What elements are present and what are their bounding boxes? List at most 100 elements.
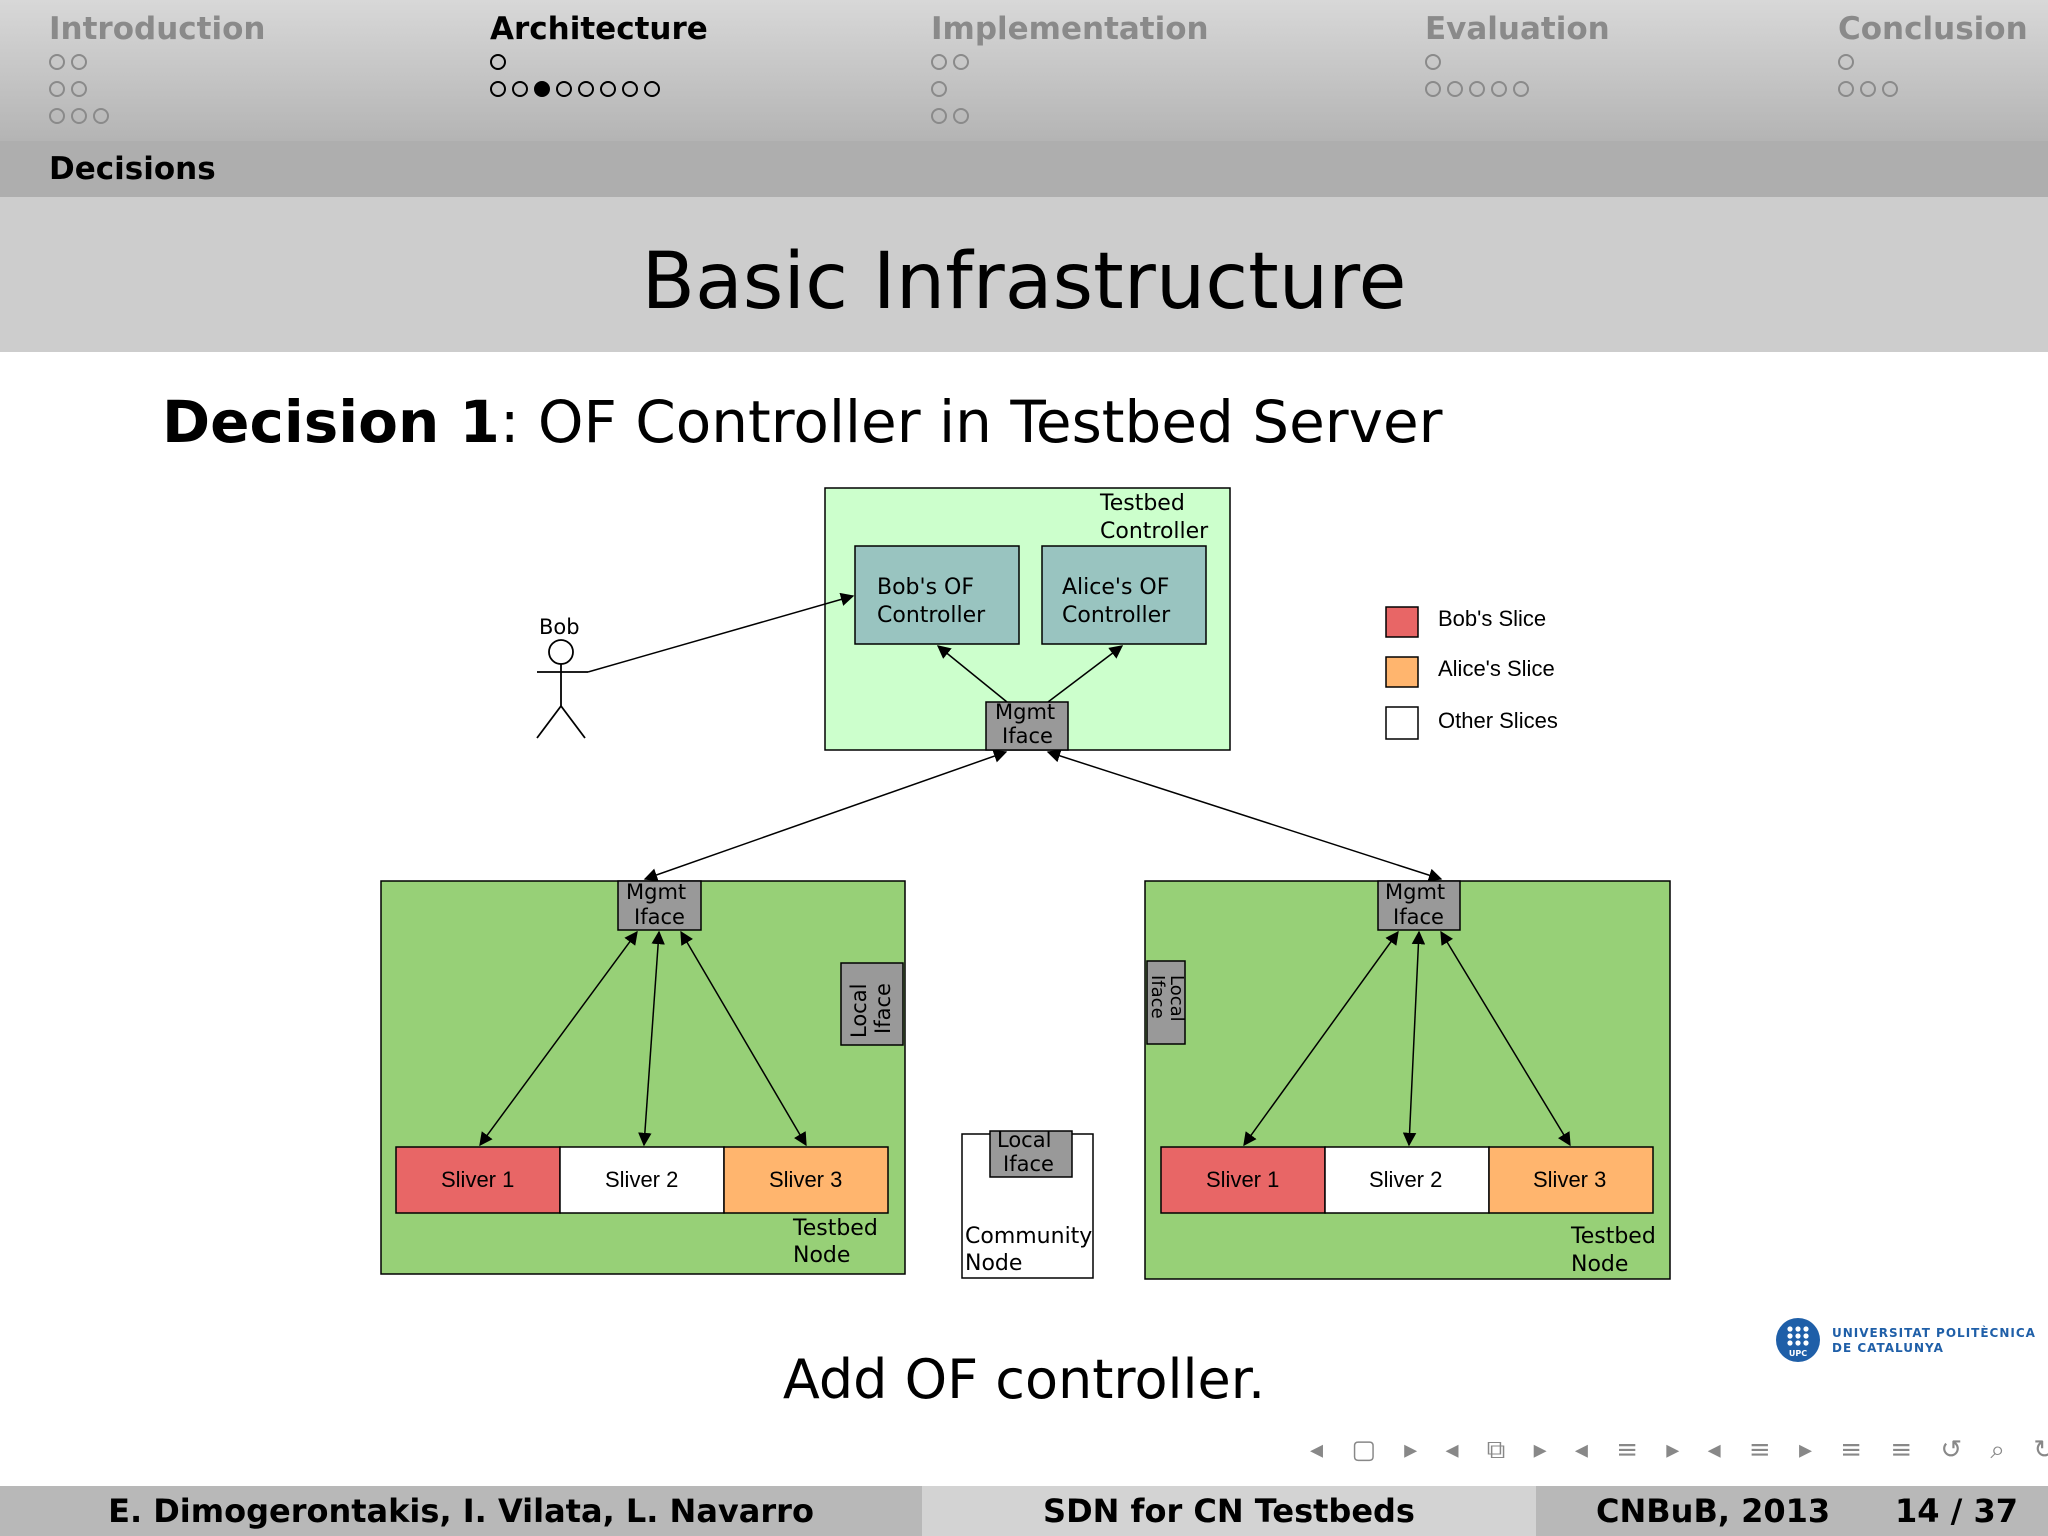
nav-section-title[interactable]: Implementation xyxy=(931,11,1209,47)
controller-mgmt-label-1: Mgmt xyxy=(995,700,1055,724)
section-navigation: Introduction Architecture Implementation… xyxy=(0,0,2048,141)
nav-dots-row xyxy=(931,75,1209,102)
frame-dot[interactable] xyxy=(644,80,660,97)
frame-dot[interactable] xyxy=(622,80,638,97)
right-node-local-label-2: Iface xyxy=(1147,975,1168,1019)
alices-of-controller-box xyxy=(1041,545,1207,645)
frame-dot[interactable] xyxy=(1469,80,1485,97)
frame-dot[interactable] xyxy=(1838,80,1854,97)
frame-dot[interactable] xyxy=(600,80,616,97)
nav-dots-row xyxy=(1838,75,2028,102)
left-node-mgmt-label-1: Mgmt xyxy=(626,880,686,904)
decision-label: Decision 1 xyxy=(162,388,500,456)
legend-swatch-alice xyxy=(1385,656,1419,688)
frame-dot[interactable] xyxy=(490,80,506,97)
frame-dot[interactable] xyxy=(953,107,969,124)
arrow-controller-to-right-node xyxy=(1046,749,1443,882)
arrow-left-mgmt-sliver-2 xyxy=(638,930,665,1147)
footer-authors: E. Dimogerontakis, I. Vilata, L. Navarro xyxy=(0,1486,922,1536)
bob-label: Bob xyxy=(539,615,580,639)
beamer-navigation-controls[interactable]: ◂ ▢ ▸ ◂ ⧉ ▸ ◂ ≡ ▸ ◂ ≡ ▸ ≡ ≡ ↺ ⌕ ↻ xyxy=(1310,1435,2048,1465)
subsection-label[interactable]: Decisions xyxy=(49,151,216,187)
footline: E. Dimogerontakis, I. Vilata, L. Navarro… xyxy=(0,1486,2048,1536)
frame-dot[interactable] xyxy=(1491,80,1507,97)
nav-section-title[interactable]: Introduction xyxy=(49,11,266,47)
frame-dot[interactable] xyxy=(1860,80,1876,97)
bob-figure-icon xyxy=(536,639,588,739)
arrow-right-mgmt-sliver-2 xyxy=(1402,930,1426,1147)
controller-mgmt-iface xyxy=(985,701,1069,751)
frame-dot[interactable] xyxy=(953,53,969,70)
frame-dot[interactable] xyxy=(1882,80,1898,97)
right-sliver-3 xyxy=(1488,1146,1654,1214)
right-node-mgmt-label-1: Mgmt xyxy=(1385,880,1445,904)
upc-logo-mark: UPC xyxy=(1776,1318,1820,1362)
arrow-bob-to-controller xyxy=(587,592,855,673)
frame-dot[interactable] xyxy=(93,107,109,124)
nav-section-evaluation[interactable]: Evaluation xyxy=(1425,10,1610,102)
frame-dot[interactable] xyxy=(931,107,947,124)
nav-section-implementation[interactable]: Implementation xyxy=(931,10,1209,129)
testbed-controller-label-2: Controller xyxy=(1100,519,1209,544)
nav-section-title[interactable]: Conclusion xyxy=(1838,11,2028,47)
nav-dots-row xyxy=(49,102,265,129)
frame-dot[interactable] xyxy=(490,53,506,70)
upc-logo-line-2: DE CATALUNYA xyxy=(1832,1341,1944,1355)
frame-dot[interactable] xyxy=(1513,80,1529,97)
frame-dot[interactable] xyxy=(71,53,87,70)
bobs-of-controller-label-2: Controller xyxy=(877,603,986,628)
alices-of-controller-label-2: Controller xyxy=(1062,603,1171,628)
footer-title: SDN for CN Testbeds xyxy=(922,1486,1536,1536)
left-sliver-2-label: Sliver 2 xyxy=(605,1167,678,1192)
frame-dot[interactable] xyxy=(556,80,572,97)
architecture-diagram: Testbed Controller Bob's OF Controller A… xyxy=(380,487,1671,1280)
frame-dot[interactable] xyxy=(578,80,594,97)
right-sliver-2-label: Sliver 2 xyxy=(1369,1167,1442,1192)
frame-dot[interactable] xyxy=(1447,80,1463,97)
nav-section-introduction[interactable]: Introduction xyxy=(49,10,265,129)
legend-label-alice: Alice's Slice xyxy=(1438,656,1555,681)
testbed-controller-label-1: Testbed xyxy=(1099,491,1185,516)
left-node-mgmt-iface xyxy=(617,880,702,931)
decision-heading: Decision 1: OF Controller in Testbed Ser… xyxy=(162,388,1443,456)
right-sliver-3-label: Sliver 3 xyxy=(1533,1167,1606,1192)
upc-logo-mark-text: UPC xyxy=(1789,1349,1807,1358)
nav-dots[interactable] xyxy=(1838,48,2028,102)
frame-dot[interactable] xyxy=(931,53,947,70)
frame-dot[interactable] xyxy=(71,107,87,124)
current-frame-dot[interactable] xyxy=(534,80,550,97)
community-local-label-1: Local xyxy=(997,1128,1051,1152)
left-sliver-1-label: Sliver 1 xyxy=(441,1167,514,1192)
frame-dot[interactable] xyxy=(1425,80,1441,97)
upc-logo-dots-icon: UPC xyxy=(1787,1326,1809,1358)
right-node-local-label-1: Local xyxy=(1166,975,1187,1022)
right-node-mgmt-label-2: Iface xyxy=(1393,905,1444,929)
nav-section-title[interactable]: Evaluation xyxy=(1425,11,1610,47)
arrow-mgmt-to-alice-controller xyxy=(1047,645,1124,703)
frame-dot[interactable] xyxy=(1425,53,1441,70)
legend-label-other: Other Slices xyxy=(1438,708,1558,733)
left-sliver-3 xyxy=(723,1146,889,1214)
nav-section-architecture[interactable]: Architecture xyxy=(490,10,708,102)
frame-dot[interactable] xyxy=(71,80,87,97)
left-sliver-3-label: Sliver 3 xyxy=(769,1167,842,1192)
bobs-of-controller-box xyxy=(854,545,1020,645)
upc-logo-line-1: UNIVERSITAT POLITÈCNICA xyxy=(1832,1326,2036,1340)
arrow-right-mgmt-sliver-1 xyxy=(1243,930,1399,1147)
frame-dot[interactable] xyxy=(1838,53,1854,70)
arrow-right-mgmt-sliver-3 xyxy=(1440,930,1571,1147)
right-sliver-2 xyxy=(1324,1146,1490,1214)
left-node-local-iface xyxy=(840,962,904,1046)
nav-dots[interactable] xyxy=(931,48,1209,129)
frame-dot[interactable] xyxy=(49,53,65,70)
frame-dot[interactable] xyxy=(931,80,947,97)
nav-section-conclusion[interactable]: Conclusion xyxy=(1838,10,2028,102)
nav-dots[interactable] xyxy=(1425,48,1610,102)
frame-dot[interactable] xyxy=(49,107,65,124)
nav-section-title[interactable]: Architecture xyxy=(490,11,708,47)
frame-dot[interactable] xyxy=(49,80,65,97)
frame-dot[interactable] xyxy=(512,80,528,97)
nav-dots[interactable] xyxy=(49,48,265,129)
nav-dots[interactable] xyxy=(490,48,708,102)
subsection-bar: Decisions xyxy=(0,141,2048,197)
